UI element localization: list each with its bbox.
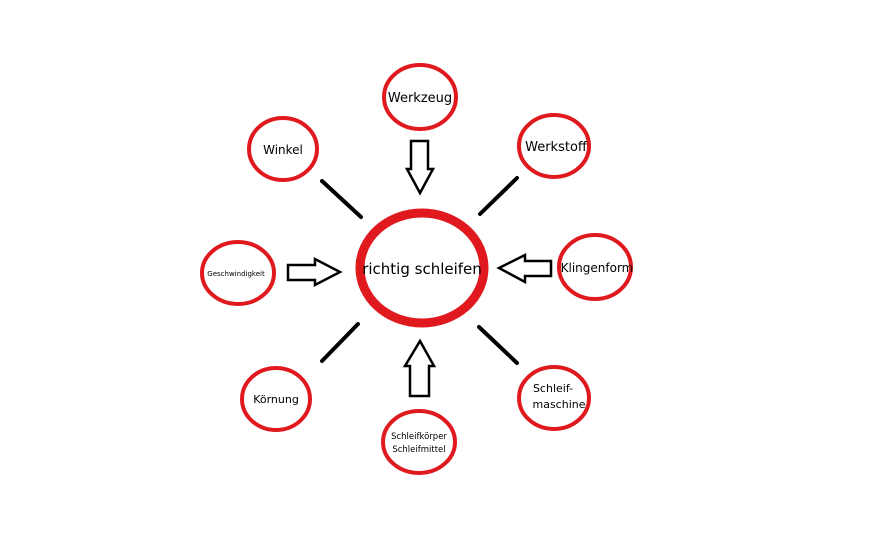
node-schleifkoerper: Schleifkörper Schleifmittel <box>381 409 457 475</box>
center-ring <box>355 208 489 328</box>
arrow-from-klingenform <box>496 252 553 285</box>
node-geschwindigkeit: Geschwindigkeit <box>200 240 276 306</box>
arrow-from-geschwindigkeit <box>286 256 343 288</box>
arrow-from-schleifkoerper <box>402 338 437 398</box>
node-werkstoff: Werkstoff <box>517 113 591 179</box>
node-winkel: Winkel <box>247 116 319 182</box>
center-label: richtig schleifen <box>362 260 482 278</box>
node-winkel-label: Winkel <box>263 143 303 157</box>
node-koernung-label: Körnung <box>253 393 299 406</box>
node-winkel-ring <box>247 116 319 182</box>
node-schleifkoerper-label-line2: Schleifmittel <box>392 445 445 455</box>
node-schleifmaschine-ring <box>517 365 591 431</box>
node-werkstoff-label: Werkstoff <box>525 140 588 155</box>
node-werkzeug-label: Werkzeug <box>388 91 452 106</box>
node-klingenform-label: Klingenform <box>561 261 634 275</box>
connector-schleifmaschine <box>477 325 519 365</box>
node-werkzeug-ring <box>382 63 458 131</box>
node-klingenform: Klingenform <box>557 233 634 301</box>
node-schleifmaschine: Schleif- maschine <box>517 365 591 431</box>
connector-werkstoff <box>478 176 519 216</box>
node-geschwindigkeit-ring <box>200 240 276 306</box>
node-schleifkoerper-ring <box>381 409 457 475</box>
connector-koernung <box>320 322 360 363</box>
node-werkstoff-ring <box>517 113 591 179</box>
arrow-from-werkzeug <box>404 139 436 196</box>
node-schleifmaschine-label-line2: maschine <box>532 398 585 411</box>
node-werkzeug: Werkzeug <box>382 63 458 131</box>
node-schleifmaschine-label-line1: Schleif- <box>533 382 573 395</box>
node-koernung-ring <box>240 366 312 432</box>
connector-winkel <box>320 179 363 219</box>
node-klingenform-ring <box>557 233 633 301</box>
node-koernung: Körnung <box>240 366 312 432</box>
node-geschwindigkeit-label: Geschwindigkeit <box>207 270 265 278</box>
center-node: richtig schleifen <box>355 208 489 328</box>
node-schleifkoerper-label-line1: Schleifkörper <box>391 432 447 442</box>
